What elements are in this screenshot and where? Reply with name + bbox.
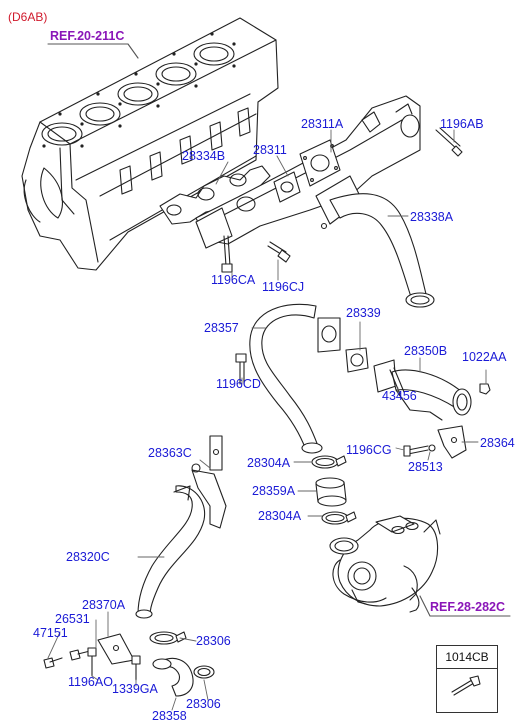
bolts-1196CA-CJ-drawing (221, 235, 291, 273)
bolt-1196CD-drawing (235, 353, 247, 385)
gasket-28339-drawing (345, 347, 369, 373)
part-label-26531[interactable]: 26531 (55, 612, 90, 626)
part-label-28359A[interactable]: 28359A (252, 484, 296, 498)
part-label-43456[interactable]: 43456 (382, 389, 417, 403)
bolt-1196AO-drawing (87, 647, 97, 677)
part-label-1196CA[interactable]: 1196CA (211, 273, 256, 287)
bolt-1196AB-drawing (435, 127, 463, 157)
ref-cylinder-block-link[interactable]: REF.20-211C (50, 29, 125, 43)
part-label-28304A-upper[interactable]: 28304A (247, 456, 291, 470)
part-label-28339[interactable]: 28339 (346, 306, 381, 320)
leader-lines (47, 129, 487, 711)
part-label-1022AA[interactable]: 1022AA (462, 350, 507, 364)
part-label-28358[interactable]: 28358 (152, 709, 187, 723)
part-label-28334B[interactable]: 28334B (182, 149, 226, 163)
part-label-28350B[interactable]: 28350B (404, 344, 448, 358)
part-label-1196AB[interactable]: 1196AB (440, 117, 484, 131)
gasket-28311A-drawing (299, 139, 341, 187)
legend-box-title: 1014CB (437, 646, 497, 669)
part-label-28357[interactable]: 28357 (204, 321, 239, 335)
part-label-1196CJ[interactable]: 1196CJ (262, 280, 305, 294)
hose-28359A-drawing (315, 477, 347, 507)
part-label-28364[interactable]: 28364 (480, 436, 515, 450)
bolt-26531-drawing (69, 649, 95, 661)
nut-1022AA-drawing (479, 383, 491, 395)
clamp-28306-lower-drawing (193, 665, 215, 679)
cylinder-block-drawing (21, 17, 279, 271)
ref-turbocharger-link[interactable]: REF.28-282C (430, 600, 506, 614)
part-label-28306-lower[interactable]: 28306 (186, 697, 221, 711)
part-legend-box: 1014CB (436, 645, 498, 713)
engine-code: (D6AB) (8, 10, 48, 24)
bracket-28364-drawing (437, 425, 467, 459)
part-label-28306-upper[interactable]: 28306 (196, 634, 231, 648)
part-label-1196CG[interactable]: 1196CG (346, 443, 392, 457)
part-label-28311[interactable]: 28311 (253, 143, 287, 157)
pipe-28350B-drawing (373, 359, 472, 421)
part-label-28513[interactable]: 28513 (408, 460, 443, 474)
turbocharger-drawing (329, 515, 441, 613)
part-label-28320C[interactable]: 28320C (66, 550, 110, 564)
pipe-28357-drawing (249, 303, 341, 454)
hose-clamp-upper-drawing (311, 455, 347, 469)
part-label-47151[interactable]: 47151 (33, 626, 68, 640)
part-label-28370A[interactable]: 28370A (82, 598, 126, 612)
bracket-28370A-drawing (97, 633, 135, 665)
part-label-28363C[interactable]: 28363C (148, 446, 192, 460)
bolt-47151-drawing (43, 657, 63, 669)
bracket-28363C-drawing (191, 435, 227, 529)
part-label-1196AO[interactable]: 1196AO (68, 675, 113, 689)
part-label-1339GA[interactable]: 1339GA (112, 682, 158, 696)
exhaust-pipe-28338A-drawing (315, 175, 435, 308)
part-label-1196CD[interactable]: 1196CD (216, 377, 261, 391)
part-label-28304A-lower[interactable]: 28304A (258, 509, 302, 523)
part-label-28311A[interactable]: 28311A (301, 117, 344, 131)
clamp-28306-upper-drawing (149, 631, 187, 645)
pipe-28320C-drawing (135, 485, 206, 619)
bolt-1196CG-drawing (403, 444, 436, 457)
hose-clamp-lower-drawing (321, 511, 357, 525)
part-label-28338A[interactable]: 28338A (410, 210, 454, 224)
bolt-1339GA-drawing (131, 655, 141, 681)
bolt-1014CB-drawing (451, 675, 481, 696)
hose-28358-drawing (152, 657, 194, 697)
